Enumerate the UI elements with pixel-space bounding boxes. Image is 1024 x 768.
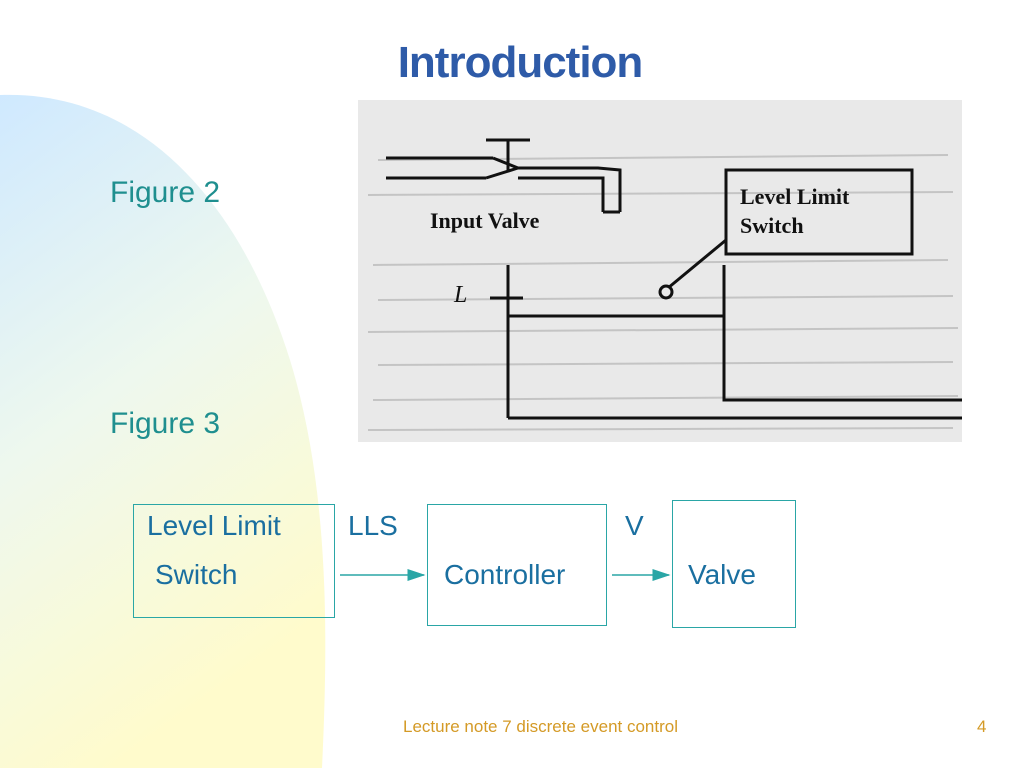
tank-diagram-figure: Input Valve Level Limit Switch L (358, 100, 962, 442)
scan-background (358, 100, 962, 442)
tank-walls (490, 265, 962, 420)
figure-2-label: Figure 2 (110, 176, 221, 209)
slide-title: Introduction (397, 38, 644, 87)
lls-block-label-line1: Level Limit (147, 510, 281, 541)
switch-lead-line (667, 238, 727, 290)
valve-block (672, 500, 796, 628)
lls-signal-label: LLS (348, 510, 398, 541)
lls-block-label-line2: Switch (155, 559, 238, 590)
level-symbol-label: L (453, 282, 467, 308)
level-limit-switch-box (724, 168, 914, 256)
page-number: 4 (977, 717, 987, 736)
v-signal-label: V (625, 510, 644, 541)
level-limit-label-line2: Switch (740, 213, 804, 238)
footer-text: Lecture note 7 discrete event control (403, 717, 678, 736)
input-valve-label: Input Valve (430, 208, 540, 233)
level-limit-label-line1: Level Limit (740, 184, 850, 209)
valve-block-label: Valve (688, 559, 756, 590)
controller-block-label: Controller (444, 559, 566, 590)
input-valve-pipe (386, 138, 622, 214)
controller-block (427, 504, 607, 626)
switch-sensor-circle (658, 284, 674, 300)
level-limit-switch-block (133, 504, 335, 618)
figure-3-label: Figure 3 (110, 407, 221, 440)
